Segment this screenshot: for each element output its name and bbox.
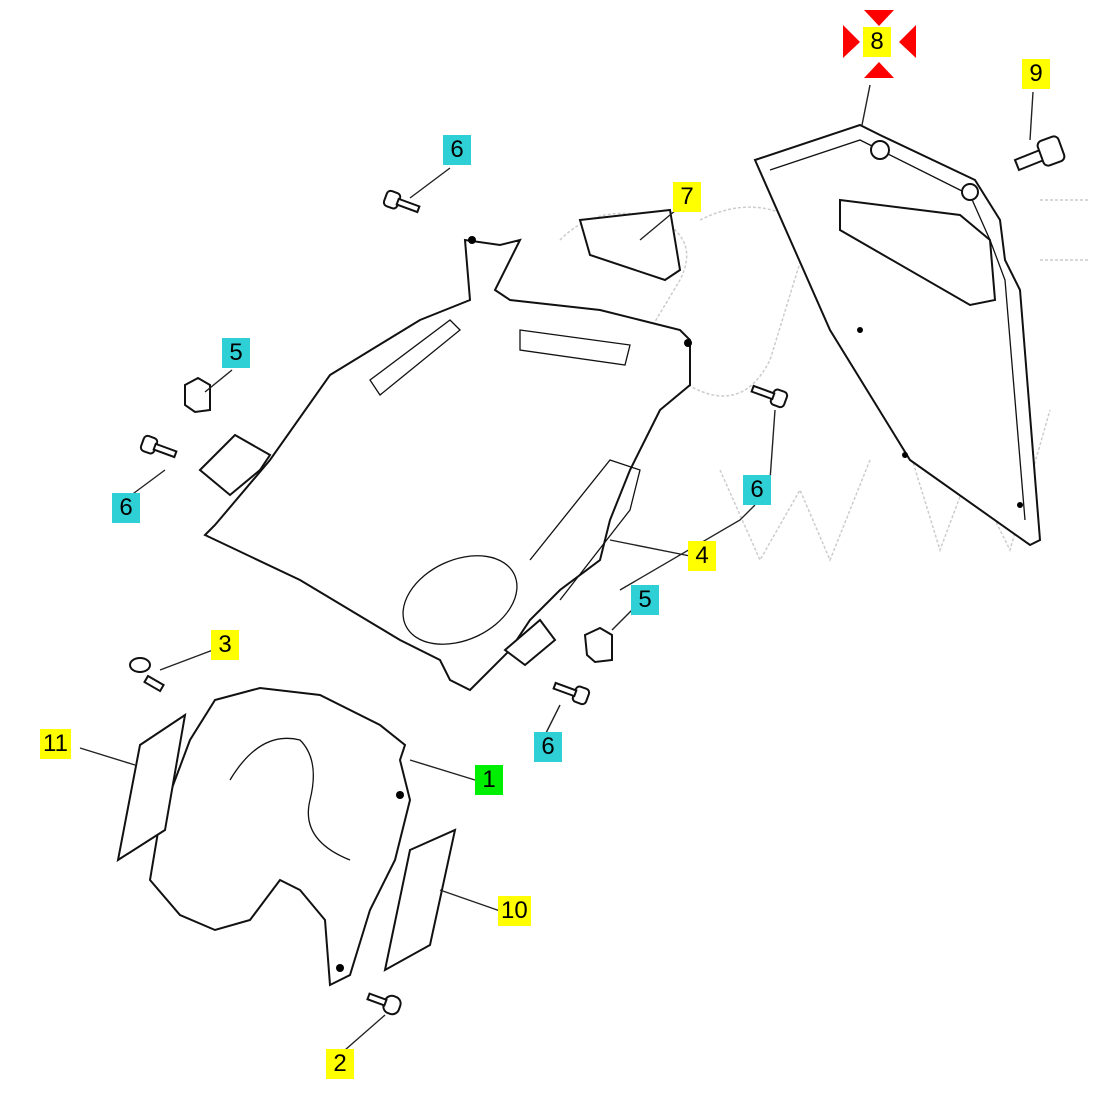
callout-3[interactable]: 3 — [211, 630, 239, 660]
callout-6[interactable]: 6 — [443, 135, 471, 165]
callout-9[interactable]: 9 — [1022, 59, 1050, 89]
part-11-strip — [116, 712, 187, 863]
selection-highlight — [843, 10, 916, 78]
part-5-clip — [184, 376, 211, 414]
part-10-strip — [383, 828, 457, 972]
callout-6[interactable]: 6 — [534, 732, 562, 762]
part-7-pad — [578, 208, 682, 282]
part-8-side-cover — [753, 123, 1042, 547]
part-3-grommet-screw — [129, 657, 165, 693]
callout-5[interactable]: 5 — [631, 585, 659, 615]
callout-7[interactable]: 7 — [673, 182, 701, 212]
part-5-clip — [583, 626, 613, 664]
arrow-right-icon — [843, 25, 860, 58]
callout-2[interactable]: 2 — [326, 1049, 354, 1079]
arrow-up-icon — [864, 62, 894, 78]
part-1-front-cover — [148, 686, 412, 987]
callout-8[interactable]: 8 — [863, 27, 891, 57]
callout-10[interactable]: 10 — [498, 896, 531, 926]
arrow-left-icon — [899, 25, 916, 58]
leader-lines — [79, 84, 1034, 1051]
callout-4[interactable]: 4 — [688, 541, 716, 571]
part-6-screws — [139, 189, 789, 706]
callout-6[interactable]: 6 — [112, 493, 140, 523]
part-2-screw — [366, 992, 402, 1016]
part-4-undercover — [198, 236, 692, 692]
part-9-bolt — [1013, 135, 1066, 172]
arrow-down-icon — [864, 10, 894, 26]
callout-11[interactable]: 11 — [40, 729, 71, 759]
part-1-contour — [229, 737, 351, 861]
callout-6[interactable]: 6 — [743, 475, 771, 505]
callout-1[interactable]: 1 — [475, 765, 503, 795]
callout-5[interactable]: 5 — [222, 338, 250, 368]
